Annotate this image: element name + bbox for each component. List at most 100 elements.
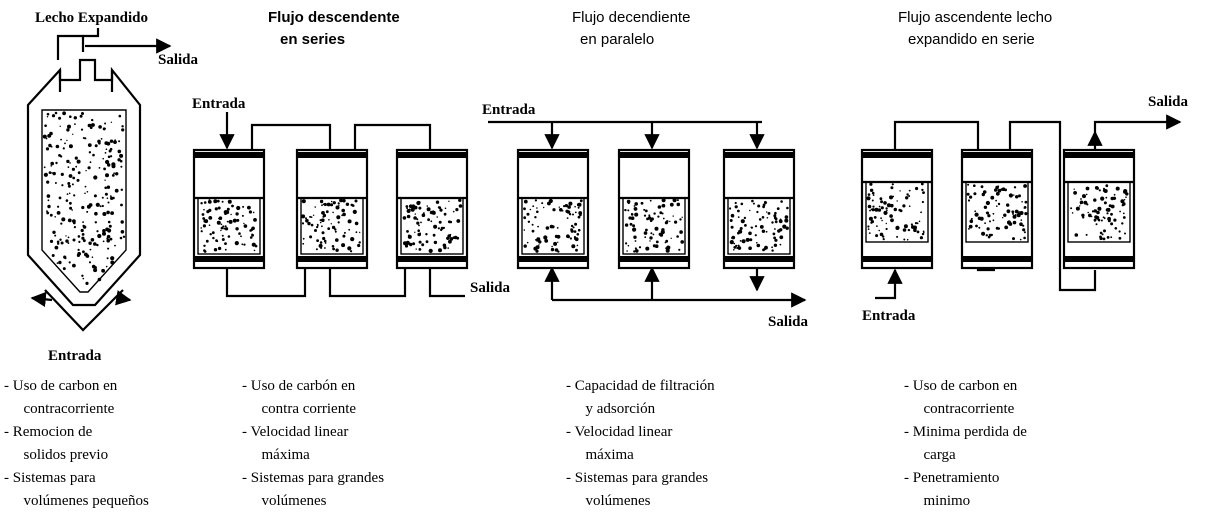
carbon-grain	[867, 204, 872, 209]
carbon-grain	[329, 203, 334, 207]
carbon-grain	[890, 204, 894, 208]
carbon-grain	[870, 208, 873, 211]
carbon-grain	[106, 238, 110, 243]
carbon-grain	[342, 234, 346, 238]
carbon-grain	[756, 242, 758, 244]
carbon-grain	[649, 236, 653, 240]
carbon-grain	[81, 205, 85, 210]
carbon-grain	[880, 200, 884, 204]
carbon-grain	[111, 162, 116, 167]
carbon-grain	[1119, 210, 1121, 213]
carbon-grain	[762, 203, 766, 207]
carbon-grain	[784, 218, 789, 223]
carbon-grain	[455, 208, 459, 212]
carbon-grain	[536, 238, 540, 242]
carbon-grain	[577, 202, 582, 207]
carbon-grain	[82, 239, 86, 243]
carbon-grain	[967, 183, 970, 186]
carbon-grain	[108, 224, 112, 228]
carbon-grain	[238, 232, 241, 235]
carbon-grain	[550, 247, 555, 252]
carbon-grain	[969, 219, 974, 224]
carbon-grain	[106, 185, 111, 189]
carbon-grain	[107, 155, 111, 159]
carbon-grain	[1113, 193, 1116, 196]
note: - Uso de carbón en	[242, 378, 356, 394]
carbon-grain	[1102, 187, 1106, 190]
carbon-grain	[920, 182, 924, 186]
carbon-grain	[1018, 211, 1020, 213]
carbon-grain	[106, 210, 110, 215]
panel-3-inlet-label: Entrada	[482, 102, 536, 118]
carbon-grain	[67, 184, 71, 188]
carbon-grain	[55, 161, 58, 165]
carbon-grain	[46, 112, 50, 116]
carbon-grain	[774, 220, 778, 224]
carbon-grain	[649, 240, 651, 242]
carbon-grain	[921, 200, 925, 204]
carbon-grain	[1074, 233, 1079, 237]
carbon-grain	[347, 246, 352, 251]
carbon-grain	[58, 196, 62, 200]
carbon-grain	[355, 231, 358, 234]
carbon-grain	[416, 221, 420, 225]
carbon-grain	[66, 193, 69, 196]
carbon-grain	[734, 201, 737, 205]
carbon-grain	[109, 139, 114, 143]
carbon-grain	[60, 222, 63, 225]
carbon-grain	[113, 140, 117, 145]
carbon-grain	[992, 212, 995, 215]
carbon-grain	[1083, 200, 1088, 205]
carbon-grain	[235, 227, 239, 231]
carbon-grain	[748, 231, 752, 236]
carbon-grain	[60, 138, 62, 141]
carbon-grain	[302, 242, 305, 245]
carbon-grain	[635, 249, 639, 253]
carbon-grain	[101, 204, 104, 208]
carbon-grain	[1013, 194, 1015, 196]
carbon-grain	[867, 193, 871, 196]
carbon-grain	[347, 221, 350, 223]
carbon-grain	[1018, 194, 1021, 198]
carbon-grain	[985, 211, 989, 214]
carbon-grain	[1013, 186, 1017, 189]
note: - Capacidad de filtración	[566, 378, 715, 394]
carbon-grain	[872, 205, 875, 208]
carbon-grain	[885, 222, 887, 225]
carbon-grain	[1006, 203, 1010, 207]
carbon-grain	[537, 225, 539, 228]
carbon-grain	[662, 217, 665, 220]
carbon-grain	[759, 225, 764, 229]
carbon-grain	[766, 211, 768, 213]
carbon-grain	[432, 233, 436, 237]
carbon-grain	[1106, 207, 1111, 212]
carbon-grain	[576, 244, 579, 247]
carbon-grain	[906, 193, 909, 196]
carbon-grain	[412, 242, 416, 246]
carbon-grain	[68, 144, 73, 149]
carbon-grain	[576, 233, 580, 236]
carbon-grain	[120, 203, 123, 207]
carbon-grain	[1110, 196, 1114, 201]
carbon-grain	[66, 128, 70, 132]
carbon-grain	[1093, 209, 1098, 213]
carbon-grain	[316, 239, 319, 243]
carbon-grain	[1103, 229, 1106, 233]
column-cap	[619, 152, 689, 158]
filter-column	[516, 148, 590, 270]
carbon-grain	[200, 230, 203, 233]
carbon-grain	[248, 210, 252, 214]
carbon-grain	[75, 165, 78, 168]
carbon-grain	[93, 175, 98, 180]
carbon-grain	[987, 214, 991, 218]
carbon-grain	[575, 248, 578, 252]
carbon-grain	[534, 216, 537, 219]
carbon-grain	[1073, 188, 1075, 190]
carbon-grain	[867, 228, 870, 231]
carbon-grain	[307, 221, 311, 226]
carbon-grain	[211, 231, 215, 235]
carbon-grain	[1110, 204, 1115, 209]
column-base	[518, 256, 588, 262]
carbon-grain	[54, 111, 58, 115]
carbon-grain	[676, 199, 679, 202]
